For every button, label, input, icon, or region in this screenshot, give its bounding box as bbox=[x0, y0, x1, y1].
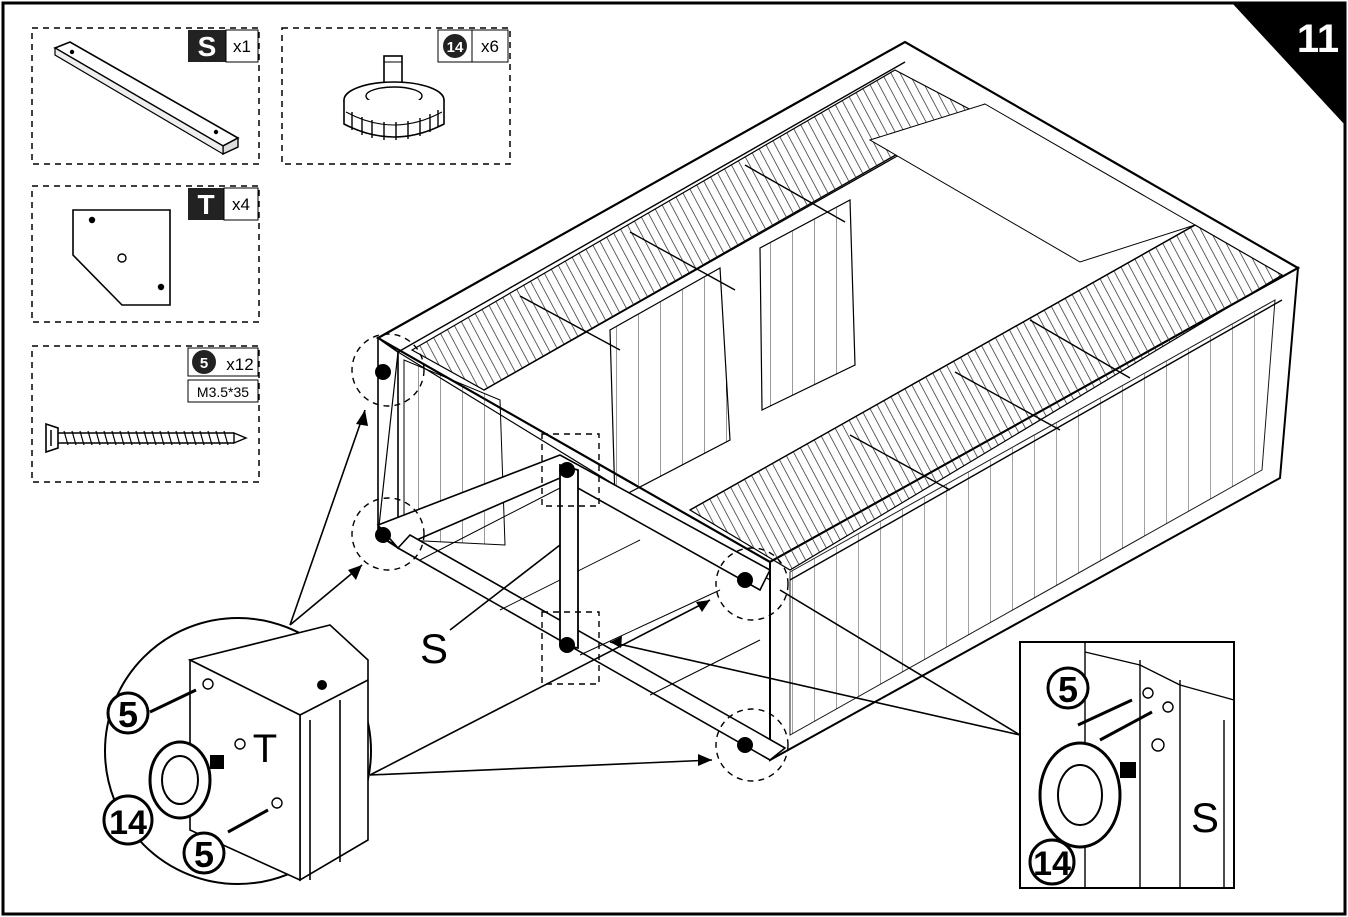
detail-callout-left: T 5 14 5 bbox=[102, 617, 372, 885]
main-bar-label: S bbox=[420, 625, 448, 672]
part-t-qty: x4 bbox=[232, 195, 250, 214]
detail-callout-right: S 5 14 bbox=[1019, 641, 1235, 889]
left-foot-label: 14 bbox=[109, 804, 147, 842]
part-s-qty: x1 bbox=[233, 37, 251, 56]
right-foot-icon bbox=[1038, 741, 1136, 849]
part-box-s: S x1 bbox=[31, 27, 260, 165]
left-screw-bottom-label: 5 bbox=[194, 834, 214, 875]
pointer-arrows bbox=[289, 409, 1021, 776]
left-foot-icon bbox=[148, 740, 224, 820]
part-5-code: 5 bbox=[200, 355, 208, 372]
left-plate-label: T bbox=[253, 727, 277, 771]
part-14-code: 14 bbox=[447, 39, 464, 56]
leveling-foot-icon bbox=[343, 55, 445, 140]
right-screw-label: 5 bbox=[1058, 669, 1078, 710]
corner-foot-marks bbox=[375, 364, 753, 753]
cabinet-frame bbox=[375, 40, 1301, 762]
part-5-qty: x12 bbox=[226, 355, 253, 374]
part-box-t: T x4 bbox=[31, 185, 260, 323]
arrowheads bbox=[348, 410, 712, 766]
part-box-5: 5 x12 M3.5*35 bbox=[31, 345, 260, 483]
corner-plate-icon bbox=[72, 209, 171, 306]
bar-part-icon bbox=[53, 41, 240, 156]
part-t-code: T bbox=[197, 189, 214, 220]
screw-icon bbox=[45, 422, 248, 454]
corner-highlights bbox=[351, 333, 789, 782]
step-number: 11 bbox=[1297, 17, 1339, 61]
part-5-spec: M3.5*35 bbox=[197, 384, 249, 400]
part-14-qty: x6 bbox=[481, 37, 499, 56]
left-screw-top-label: 5 bbox=[118, 694, 138, 735]
right-bar-label: S bbox=[1191, 794, 1219, 841]
part-box-14: 14 x6 bbox=[281, 27, 511, 165]
part-s-code: S bbox=[198, 31, 217, 62]
right-foot-label: 14 bbox=[1033, 845, 1071, 883]
step-badge: 11 bbox=[1232, 3, 1345, 125]
